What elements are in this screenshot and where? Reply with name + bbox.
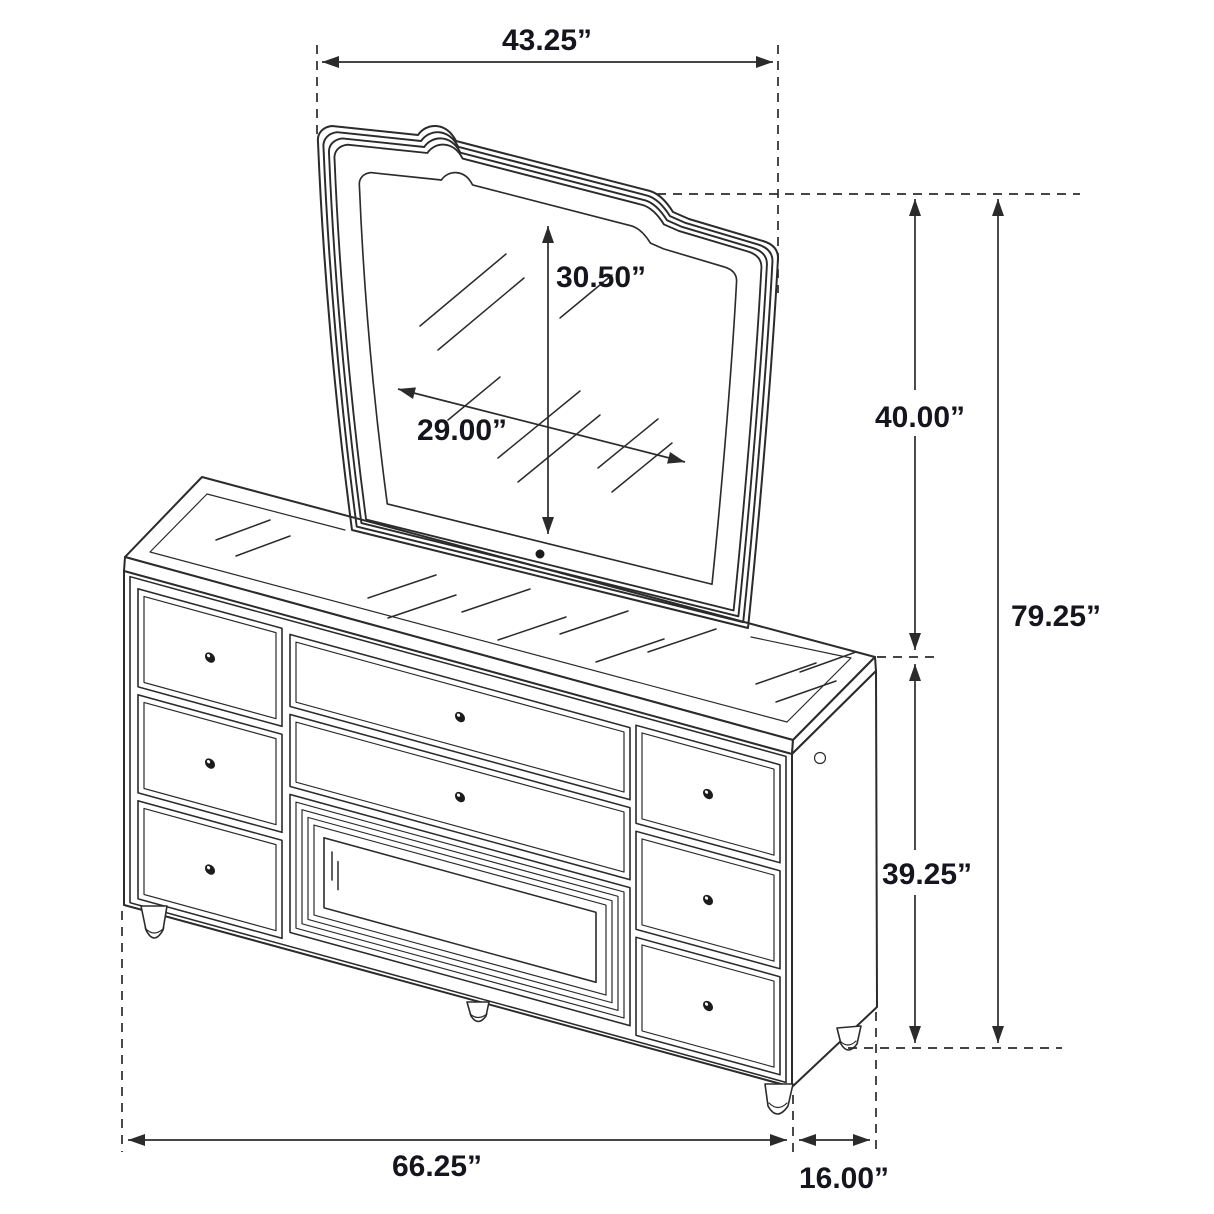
left-drawer-2 (137, 694, 283, 834)
front-left-leg (140, 905, 168, 939)
side-pin-hole (813, 751, 827, 765)
dim-label-dresser-depth: 16.00” (799, 1162, 889, 1195)
dim-label-mirror-height: 40.00” (875, 401, 965, 434)
center-bottom-panel (289, 793, 631, 1027)
back-right-leg (836, 1025, 862, 1051)
dim-label-mirror-width: 43.25” (502, 24, 592, 57)
dresser-top (123, 476, 877, 755)
front-right-leg (764, 1083, 794, 1115)
dim-line-glass-width (397, 387, 686, 464)
dim-label-overall-height: 79.25” (1011, 600, 1101, 633)
left-drawer-1 (137, 588, 283, 728)
dim-label-dresser-height: 39.25” (882, 858, 972, 891)
right-drawer-2 (635, 830, 781, 970)
right-drawer-1 (635, 724, 781, 864)
dimension-annotations: 43.25” 30.50” 29.00” 40.00” 79.25” 39.25… (121, 24, 1101, 1195)
dresser-front-face (129, 575, 787, 1084)
dim-label-glass-width: 29.00” (417, 414, 507, 447)
dresser-legs (140, 905, 862, 1115)
center-drawer-1 (289, 633, 631, 801)
dim-label-glass-height: 30.50” (556, 261, 646, 294)
mirror-bottom-pin (535, 549, 545, 559)
right-drawer-3 (635, 936, 781, 1076)
dresser (123, 476, 878, 1115)
left-drawer-3 (137, 800, 283, 940)
top-reflection-hatches (215, 519, 857, 703)
dim-label-dresser-width: 66.25” (392, 1150, 482, 1183)
dresser-case (123, 570, 793, 1088)
center-leg (466, 1001, 490, 1023)
center-drawer-2 (289, 713, 631, 881)
